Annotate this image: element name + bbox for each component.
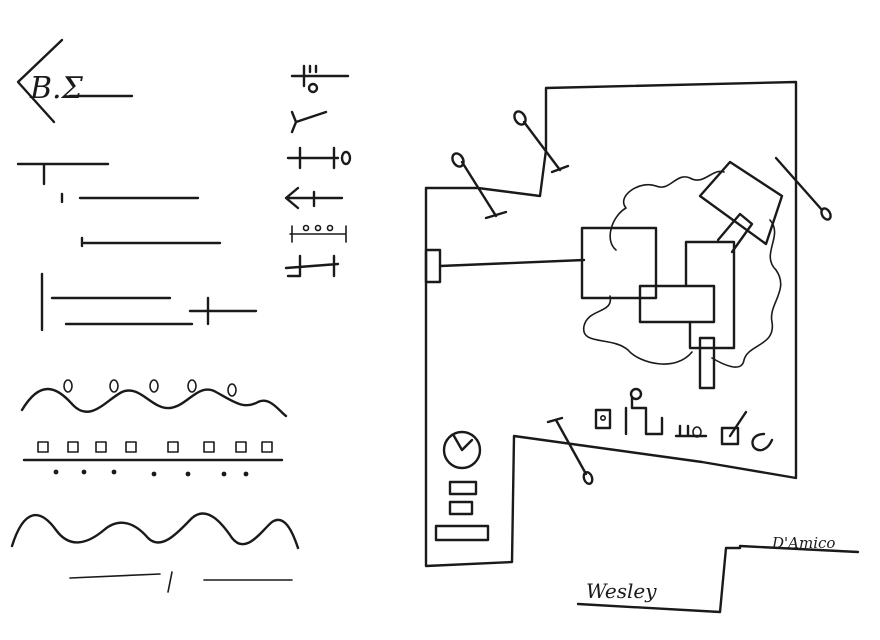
hedge-shrub-3 [149,379,159,393]
rail-symbol-icon [289,224,347,243]
room-c [684,240,736,350]
legend-hedge [20,379,288,418]
room-d [698,160,784,246]
signature-left: Wesley [586,579,657,603]
fixture-row [594,387,774,452]
building-outline [424,80,798,568]
tree-symbol-icon-1 [451,152,508,220]
legend-symbols [284,64,352,278]
wall-fixture [424,248,442,284]
tree-symbol-icon-4 [546,416,594,486]
hedge-shrub-5 [227,383,237,397]
hedge-wave [20,388,288,418]
legend-fence [22,441,284,477]
box-small-mid [448,500,474,516]
fixture-check-mark-icon [728,410,748,438]
line-type-cross-wall [188,296,258,326]
hedge-shrub-1 [63,379,73,393]
room-b [638,284,716,324]
baseline-line [69,573,293,581]
fixture-checkbox-icon [720,426,740,446]
legend-title: B.Σ [29,71,84,106]
pipe-line [438,258,586,268]
hedge-shrub-4 [187,379,197,393]
legend-border [10,512,300,593]
box-small-top [448,480,478,496]
chimney [698,336,716,390]
line-type-double-wall [50,296,194,326]
floor-plan [424,80,832,568]
room-a [580,226,658,300]
border-wave [10,512,300,550]
fixture-rail-icon [674,424,708,438]
legend-title-block: B.Σ [16,38,134,124]
window-symbol-icon [290,64,350,94]
room-d-link [716,212,754,254]
step-symbol-icon [284,254,340,278]
line-type-thin-partition [80,236,222,248]
hedge-shrub-2 [109,379,119,393]
line-type-t-wall [16,162,110,186]
arrow-symbol-icon [284,186,344,210]
fixture-knob-icon [629,387,643,401]
fence-dots [53,469,249,477]
baseline-tick [167,571,173,593]
signature-right: D'Amico [771,534,835,552]
line-type-partition [60,192,200,204]
fence-posts [37,441,273,453]
door-symbol-icon [290,110,328,134]
legend-bracket-icon [16,38,64,124]
tree-symbol-icon-2 [513,110,570,174]
signature-block: Wesley D'Amico [576,534,860,614]
wall-end-symbol-icon [286,146,352,170]
tree-symbol-icon-3 [774,156,832,221]
box-wide-bottom [434,524,490,542]
fixture-step-icon [624,396,664,436]
signature-line [576,544,860,614]
clock-icon [442,430,482,470]
fixture-box-icon [594,408,612,430]
fixture-hook-icon [751,432,774,452]
garden-outline [583,170,782,368]
legend-line-types [16,162,258,332]
